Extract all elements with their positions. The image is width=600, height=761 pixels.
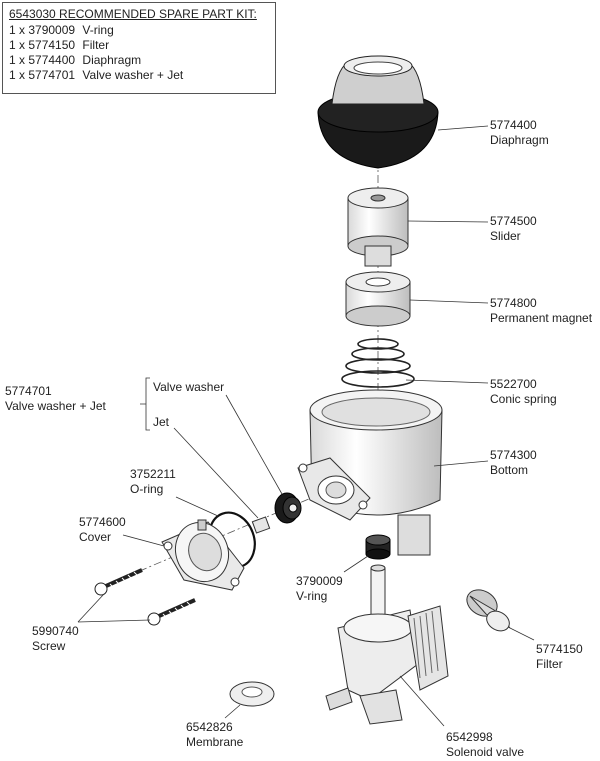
- leader-spring: [405, 379, 489, 384]
- leader-valve-washer: [225, 394, 283, 495]
- leader-diaphragm: [437, 125, 489, 131]
- leader-cover: [122, 534, 165, 547]
- jet-part: [251, 516, 271, 534]
- leader-bottom: [433, 460, 489, 467]
- conic-spring-part: [341, 338, 415, 388]
- leader-solenoid: [399, 675, 445, 727]
- kit-item: 1 x 3790009 V-ring: [9, 23, 114, 37]
- valve-washer-part: [274, 492, 302, 524]
- leader-jet: [173, 427, 259, 519]
- diaphragm-part: [317, 55, 439, 169]
- kit-item: 1 x 5774400 Diaphragm: [9, 53, 142, 67]
- screw-part-1: [94, 568, 143, 596]
- kit-title: 6543030 RECOMMENDED SPARE PART KIT:: [9, 7, 257, 21]
- leader-screw-1: [77, 593, 105, 623]
- solenoid-valve-part: [325, 564, 449, 725]
- leader-filter: [509, 627, 535, 641]
- magnet-part: [345, 271, 411, 327]
- label-jet: Jet: [153, 415, 170, 429]
- leader-screw-2: [77, 619, 151, 623]
- kit-item: 1 x 5774150 Filter: [9, 38, 110, 52]
- label-valve-washer: Valve washer: [153, 380, 225, 394]
- membrane-part: [229, 681, 275, 707]
- spare-part-kit-box: 6543030 RECOMMENDED SPARE PART KIT: 1 x …: [2, 2, 276, 94]
- screw-part-2: [147, 598, 196, 626]
- slider-part: [347, 187, 409, 267]
- leader-magnet: [409, 299, 489, 304]
- leader-membrane: [224, 704, 241, 719]
- filter-part: [466, 589, 511, 632]
- kit-item: 1 x 5774701 Valve washer + Jet: [9, 68, 184, 82]
- leader-oring: [175, 496, 219, 517]
- bottom-housing-part: [297, 389, 443, 556]
- v-ring-part: [365, 534, 391, 560]
- bracket-valve-kit: [140, 377, 150, 431]
- leader-lines: [77, 125, 535, 727]
- cover-part: [161, 519, 245, 591]
- leader-vring: [343, 555, 369, 573]
- leader-slider: [407, 220, 489, 223]
